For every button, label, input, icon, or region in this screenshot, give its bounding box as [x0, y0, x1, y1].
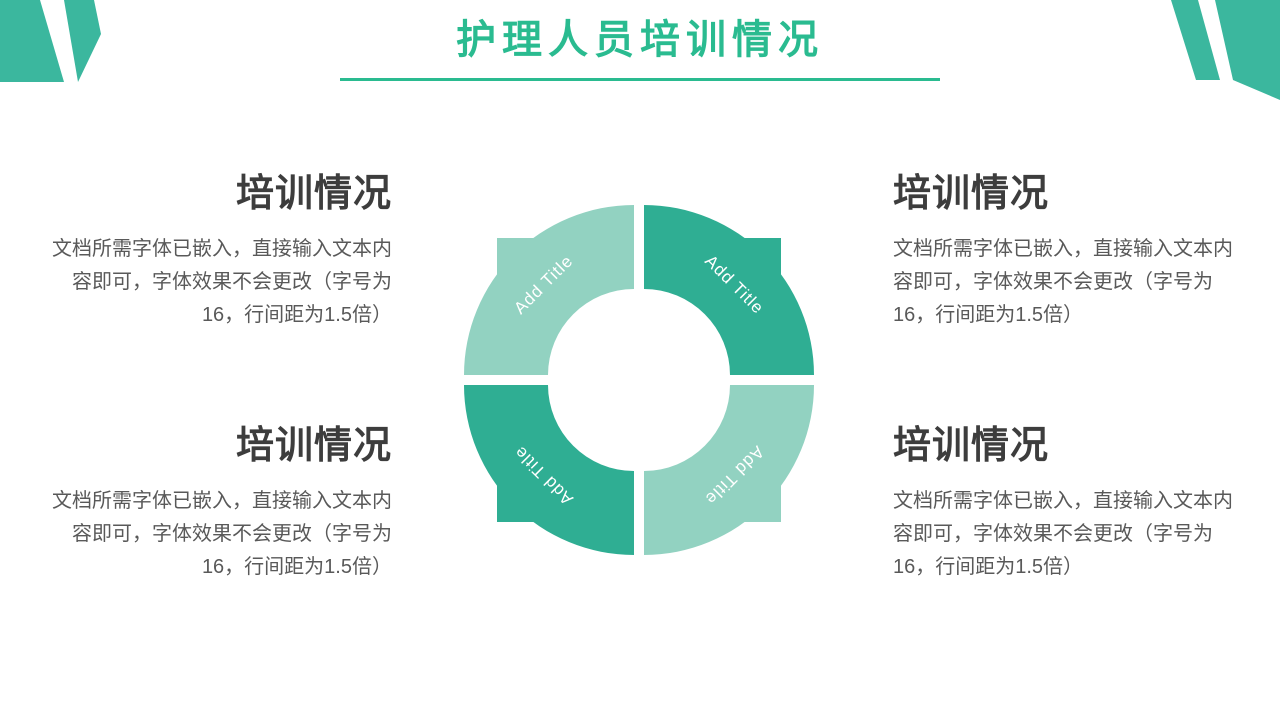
block-heading: 培训情况 — [235, 425, 392, 467]
block-body: 文档所需字体已嵌入，直接输入文本内容即可，字体效果不会更改（字号为16，行间距为… — [52, 238, 392, 326]
training-block-top-right: 培训情况 文档所需字体已嵌入，直接输入文本内容即可，字体效果不会更改（字号为16… — [893, 172, 1238, 332]
block-heading: 培训情况 — [235, 173, 392, 215]
segment-top-right: Add Title — [644, 205, 814, 375]
segment-bottom-left: Add Title — [464, 385, 634, 555]
page-title: 护理人员培训情况 — [456, 18, 824, 62]
segment-corner-tab — [711, 452, 781, 522]
training-block-bottom-right: 培训情况 文档所需字体已嵌入，直接输入文本内容即可，字体效果不会更改（字号为16… — [893, 424, 1238, 584]
block-heading: 培训情况 — [893, 425, 1050, 467]
block-body: 文档所需字体已嵌入，直接输入文本内容即可，字体效果不会更改（字号为16，行间距为… — [52, 490, 392, 578]
training-block-top-left: 培训情况 文档所需字体已嵌入，直接输入文本内容即可，字体效果不会更改（字号为16… — [47, 172, 392, 332]
ring-diagram: Add Title Add Title Add Title Add Title — [464, 205, 814, 555]
block-body: 文档所需字体已嵌入，直接输入文本内容即可，字体效果不会更改（字号为16，行间距为… — [893, 238, 1233, 326]
segment-bottom-right: Add Title — [644, 385, 814, 555]
segment-corner-tab — [711, 238, 781, 308]
segment-corner-tab — [497, 238, 567, 308]
title-underline — [340, 78, 940, 81]
training-block-bottom-left: 培训情况 文档所需字体已嵌入，直接输入文本内容即可，字体效果不会更改（字号为16… — [47, 424, 392, 584]
segment-top-left: Add Title — [464, 205, 634, 375]
block-heading: 培训情况 — [893, 173, 1050, 215]
block-body: 文档所需字体已嵌入，直接输入文本内容即可，字体效果不会更改（字号为16，行间距为… — [893, 490, 1233, 578]
segment-corner-tab — [497, 452, 567, 522]
